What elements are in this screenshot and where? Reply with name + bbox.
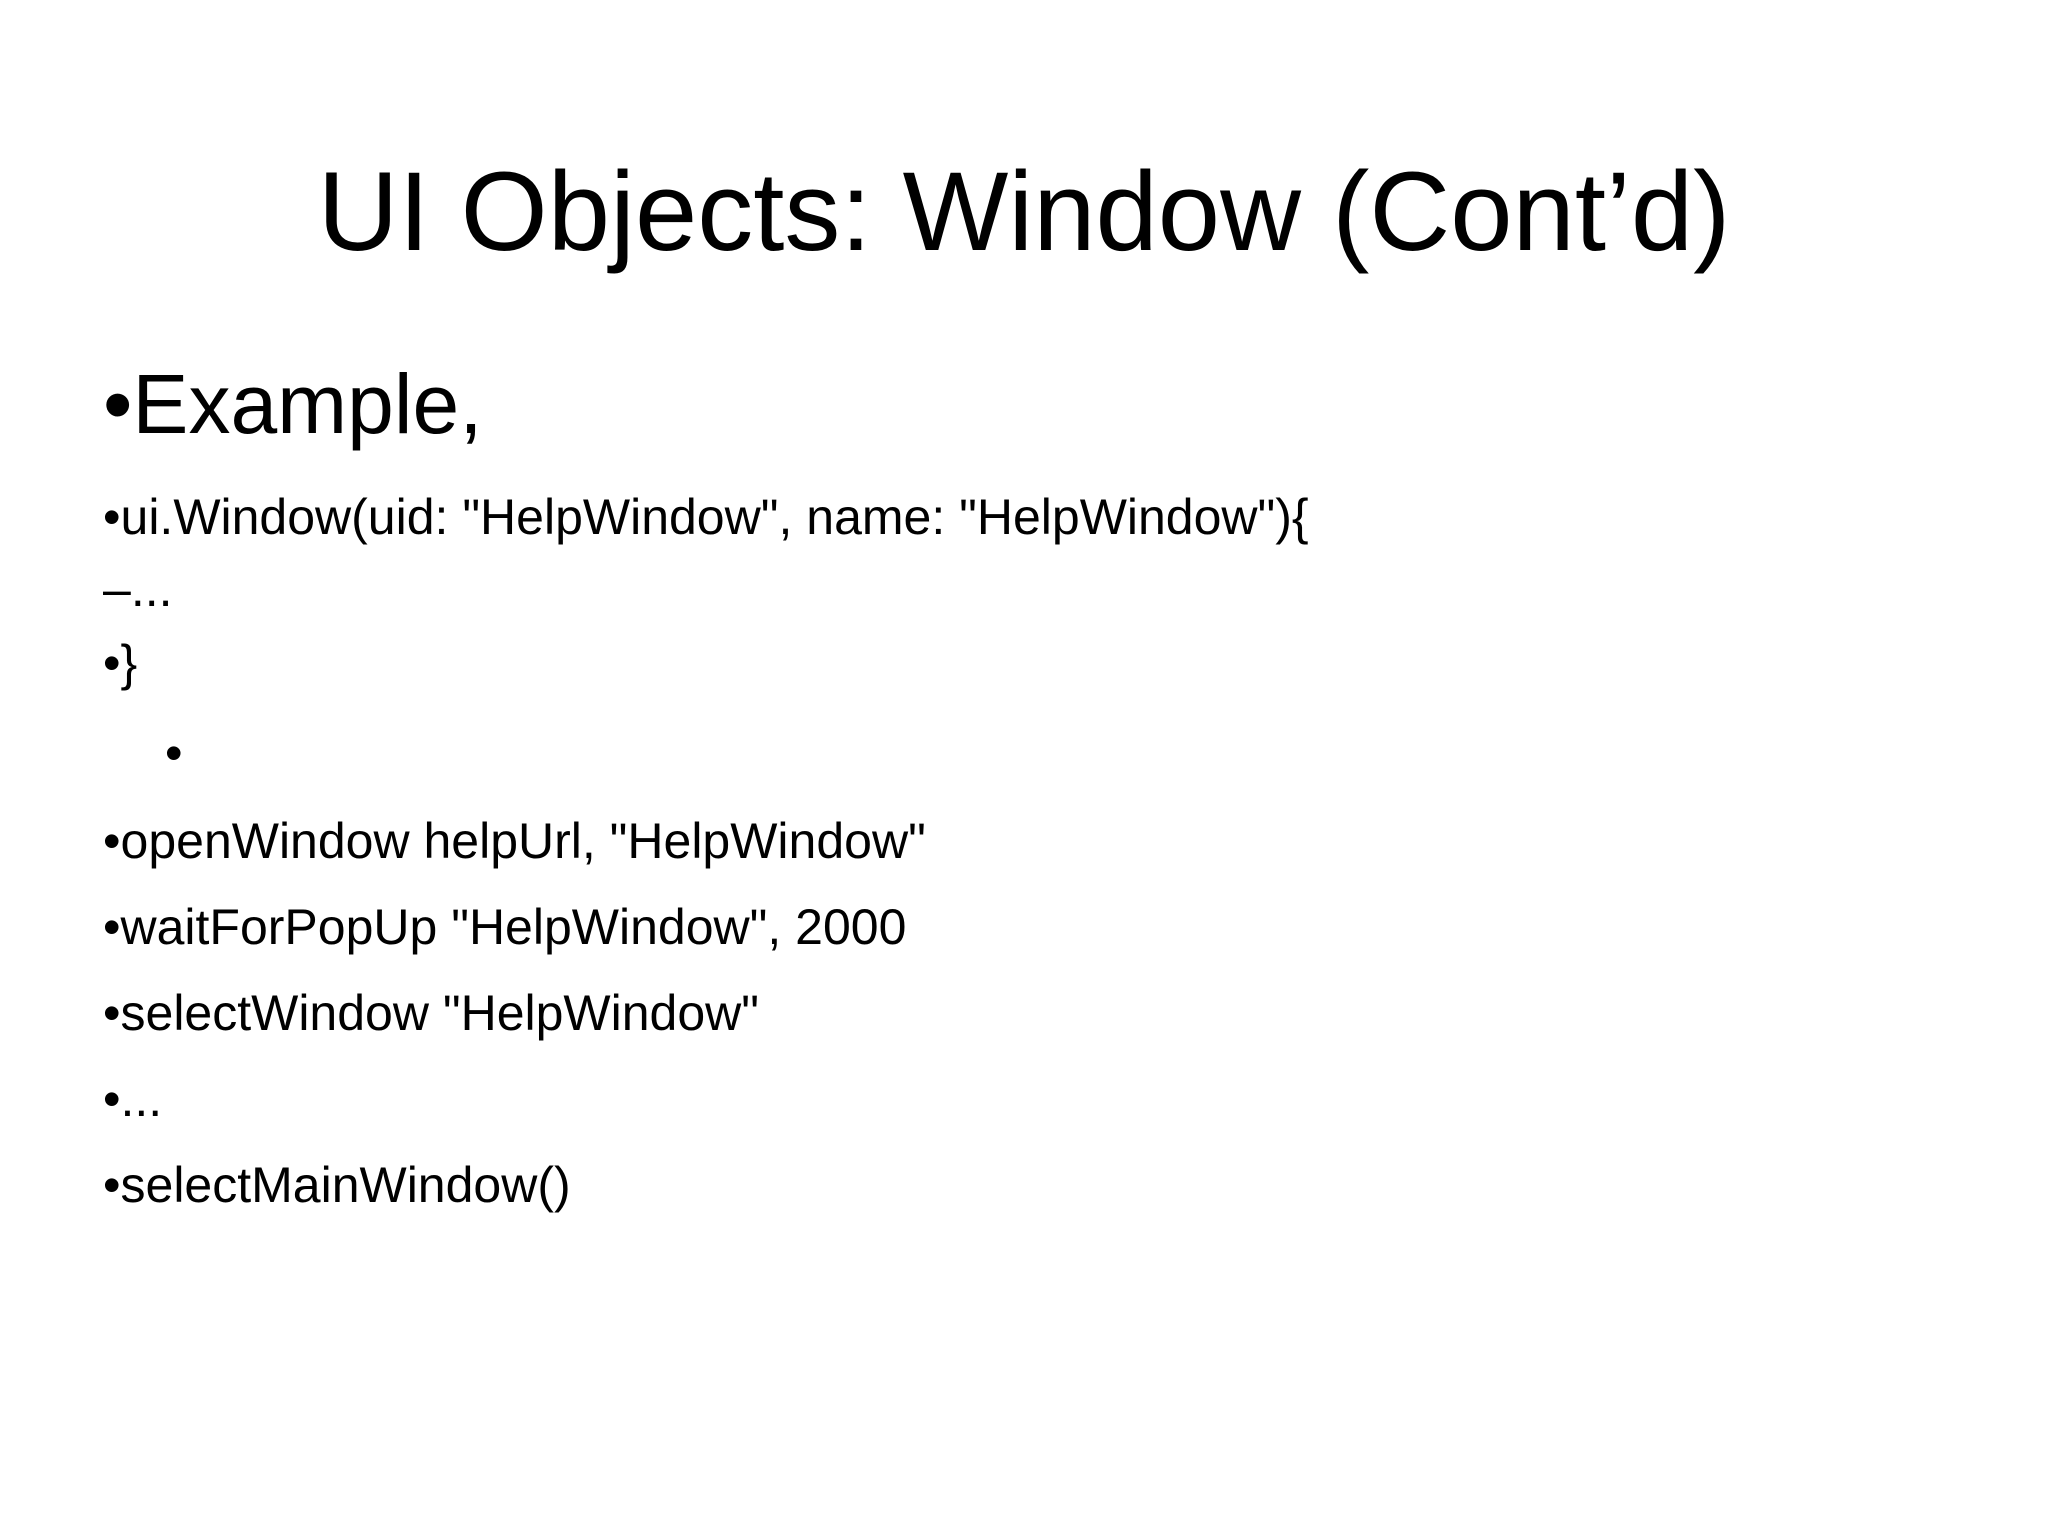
bullet-line-empty: • — [165, 728, 183, 778]
bullet-line-open-window: •openWindow helpUrl, "HelpWindow" — [103, 816, 926, 866]
bullet-text: selectWindow "HelpWindow" — [120, 985, 760, 1041]
bullet-text: selectMainWindow() — [120, 1157, 571, 1213]
bullet-line-wait-for-popup: •waitForPopUp "HelpWindow", 2000 — [103, 902, 906, 952]
bullet-line-ellipsis-dash: –... — [103, 564, 173, 614]
bullet-icon: • — [103, 635, 121, 691]
bullet-icon: • — [103, 985, 121, 1041]
slide-title: UI Objects: Window (Cont’d) — [317, 149, 1731, 275]
bullet-line-closing-brace: •} — [103, 638, 137, 688]
bullet-text: ... — [130, 561, 173, 617]
dash-icon: – — [103, 561, 131, 617]
bullet-icon: • — [103, 1071, 121, 1127]
bullet-text: ui.Window(uid: "HelpWindow", name: "Help… — [120, 489, 1309, 545]
bullet-icon: • — [103, 813, 121, 869]
bullet-text: ... — [120, 1071, 163, 1127]
bullet-line-example: •Example, — [103, 362, 483, 446]
bullet-icon: • — [103, 1157, 121, 1213]
bullet-icon: • — [103, 899, 121, 955]
bullet-line-ellipsis: •... — [103, 1074, 162, 1124]
bullet-text: waitForPopUp "HelpWindow", 2000 — [120, 899, 907, 955]
bullet-icon: • — [103, 489, 121, 545]
bullet-icon: • — [165, 725, 183, 781]
bullet-icon: • — [103, 357, 133, 451]
bullet-line-ui-window: •ui.Window(uid: "HelpWindow", name: "Hel… — [103, 492, 1309, 542]
bullet-text: Example, — [132, 357, 483, 451]
bullet-line-select-main-window: •selectMainWindow() — [103, 1160, 571, 1210]
bullet-text: } — [120, 635, 138, 691]
bullet-line-select-window: •selectWindow "HelpWindow" — [103, 988, 759, 1038]
bullet-text: openWindow helpUrl, "HelpWindow" — [120, 813, 926, 869]
